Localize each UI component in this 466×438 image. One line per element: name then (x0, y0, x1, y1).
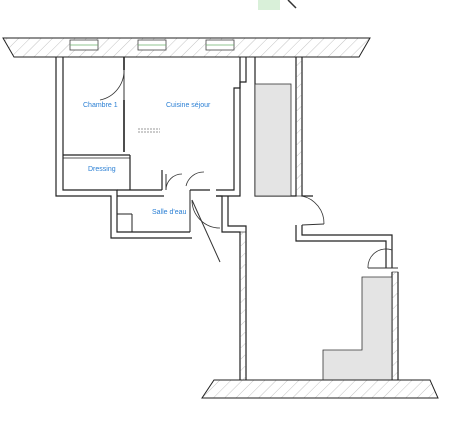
room-label-cuisine: Cuisine séjour (166, 102, 211, 109)
room-labels: Chambre 1 Cuisine séjour Dressing Salle … (83, 102, 211, 216)
interior-partitions (63, 57, 210, 232)
shaded-areas (254, 83, 393, 381)
exterior-wall-top (2, 37, 371, 58)
doors (99, 69, 398, 269)
room-label-salle: Salle d'eau (152, 209, 187, 216)
windows-top (69, 39, 235, 51)
room-label-chambre: Chambre 1 (83, 102, 118, 109)
exterior-wall-bottom (201, 379, 439, 399)
room-label-dressing: Dressing (88, 166, 116, 173)
exterior-wall-right (239, 56, 399, 381)
window-marker-top (258, 0, 297, 10)
